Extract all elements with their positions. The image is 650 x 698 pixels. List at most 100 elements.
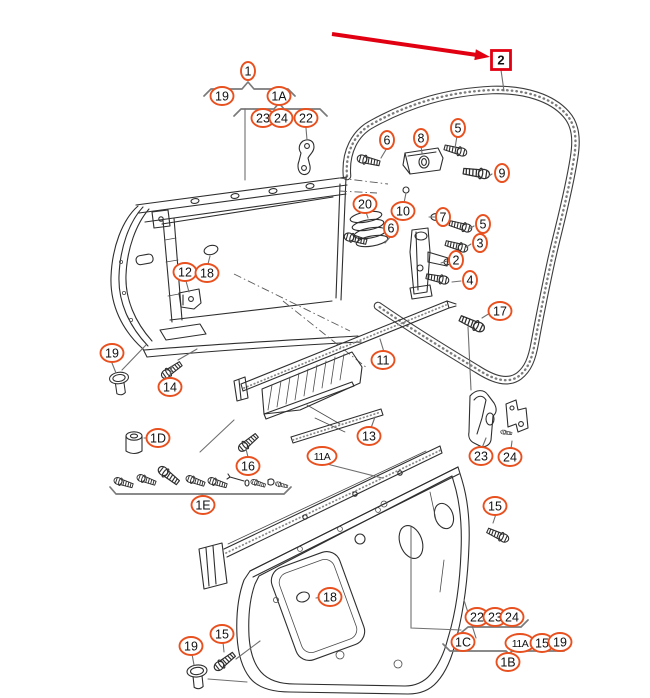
svg-text:16: 16 (241, 460, 255, 474)
svg-text:14: 14 (163, 381, 177, 395)
callout-5: 5 (450, 118, 466, 138)
callout-4: 4 (462, 270, 478, 290)
svg-text:18: 18 (323, 591, 337, 605)
svg-text:13: 13 (362, 430, 376, 444)
callout-15: 15 (482, 496, 508, 516)
svg-text:22: 22 (299, 112, 313, 126)
svg-text:8: 8 (418, 132, 425, 146)
svg-text:23: 23 (488, 611, 502, 625)
svg-text:19: 19 (553, 636, 567, 650)
highlighted-callout-2: 2 (490, 49, 512, 71)
hinge-carrier-part (297, 139, 315, 176)
callout-10: 10 (390, 201, 416, 221)
callout-19: 19 (99, 343, 125, 363)
callout-11A: 11A (306, 446, 338, 466)
fastener-row (112, 463, 289, 490)
callout-15: 15 (209, 624, 235, 644)
callout-3: 3 (472, 233, 488, 253)
callout-22: 22 (464, 607, 490, 627)
svg-text:23: 23 (256, 112, 270, 126)
door-seal (342, 85, 580, 385)
callout-23: 23 (482, 607, 508, 627)
callout-11: 11 (370, 350, 396, 370)
svg-text:19: 19 (184, 640, 198, 654)
pointer-arrow (331, 32, 490, 61)
svg-text:10: 10 (396, 205, 410, 219)
svg-text:11A: 11A (512, 638, 529, 650)
svg-text:18: 18 (200, 267, 214, 281)
caps-and-plugs (178, 244, 219, 310)
impact-rail-assembly (233, 300, 457, 444)
callout-19: 19 (209, 86, 235, 106)
callout-5: 5 (475, 214, 491, 234)
svg-text:7: 7 (440, 211, 447, 225)
latch-striker-parts (468, 390, 529, 448)
svg-text:1A: 1A (271, 90, 287, 104)
svg-text:15: 15 (535, 637, 549, 651)
callout-12: 12 (172, 262, 198, 282)
leader-lines (111, 69, 513, 683)
callout-1: 1 (240, 61, 256, 81)
svg-text:6: 6 (388, 222, 395, 236)
svg-text:23: 23 (474, 450, 488, 464)
svg-text:24: 24 (503, 451, 517, 465)
alignment-dash-lines (233, 177, 389, 369)
callout-19: 19 (547, 632, 573, 652)
svg-text:1D: 1D (150, 432, 166, 446)
callout-24: 24 (497, 447, 523, 467)
callout-6: 6 (379, 130, 395, 150)
callout-13: 13 (356, 426, 382, 446)
svg-text:15: 15 (215, 628, 229, 642)
svg-text:20: 20 (358, 198, 372, 212)
door-shell (110, 176, 362, 358)
callout-14: 14 (157, 377, 183, 397)
callout-19: 19 (178, 636, 204, 656)
svg-text:11: 11 (377, 354, 390, 368)
callout-9: 9 (494, 163, 510, 183)
svg-text:24: 24 (274, 112, 288, 126)
callout-6: 6 (383, 218, 399, 238)
inner-door-panel (236, 466, 470, 695)
svg-text:17: 17 (493, 305, 507, 319)
callout-20: 20 (352, 194, 378, 214)
grommet-stack (349, 210, 389, 248)
callout-24: 24 (268, 108, 294, 128)
callout-7: 7 (435, 207, 451, 227)
svg-text:12: 12 (178, 266, 192, 280)
callout-1E: 1E (190, 495, 216, 515)
callout-2: 2 (448, 250, 464, 270)
callout-1B: 1B (495, 652, 521, 672)
svg-text:19: 19 (215, 90, 229, 104)
upper-hinge-assembly (355, 142, 491, 194)
callout-1A: 1A (266, 86, 292, 106)
callout-24: 24 (499, 607, 525, 627)
callout-16: 16 (235, 456, 261, 476)
svg-text:1E: 1E (195, 499, 210, 513)
callout-17: 17 (487, 301, 513, 321)
svg-text:6: 6 (384, 134, 391, 148)
svg-text:1B: 1B (500, 656, 515, 670)
svg-text:5: 5 (455, 122, 462, 136)
callout-18: 18 (317, 587, 343, 607)
svg-text:2: 2 (453, 254, 460, 268)
svg-text:19: 19 (105, 347, 119, 361)
callout-8: 8 (413, 128, 429, 148)
window-rail (198, 445, 443, 590)
svg-text:3: 3 (477, 237, 484, 251)
svg-text:15: 15 (488, 500, 502, 514)
svg-text:5: 5 (480, 218, 487, 232)
svg-text:1C: 1C (455, 636, 471, 650)
callout-11A: 11A (504, 633, 536, 653)
svg-text:1: 1 (245, 65, 252, 79)
svg-text:22: 22 (470, 611, 484, 625)
svg-text:4: 4 (467, 274, 474, 288)
svg-text:2: 2 (497, 53, 504, 68)
svg-text:11A: 11A (314, 451, 331, 463)
callout-23: 23 (250, 108, 276, 128)
callout-22: 22 (293, 108, 319, 128)
callout-18: 18 (194, 263, 220, 283)
callout-1C: 1C (450, 632, 476, 652)
svg-text:9: 9 (499, 167, 506, 181)
